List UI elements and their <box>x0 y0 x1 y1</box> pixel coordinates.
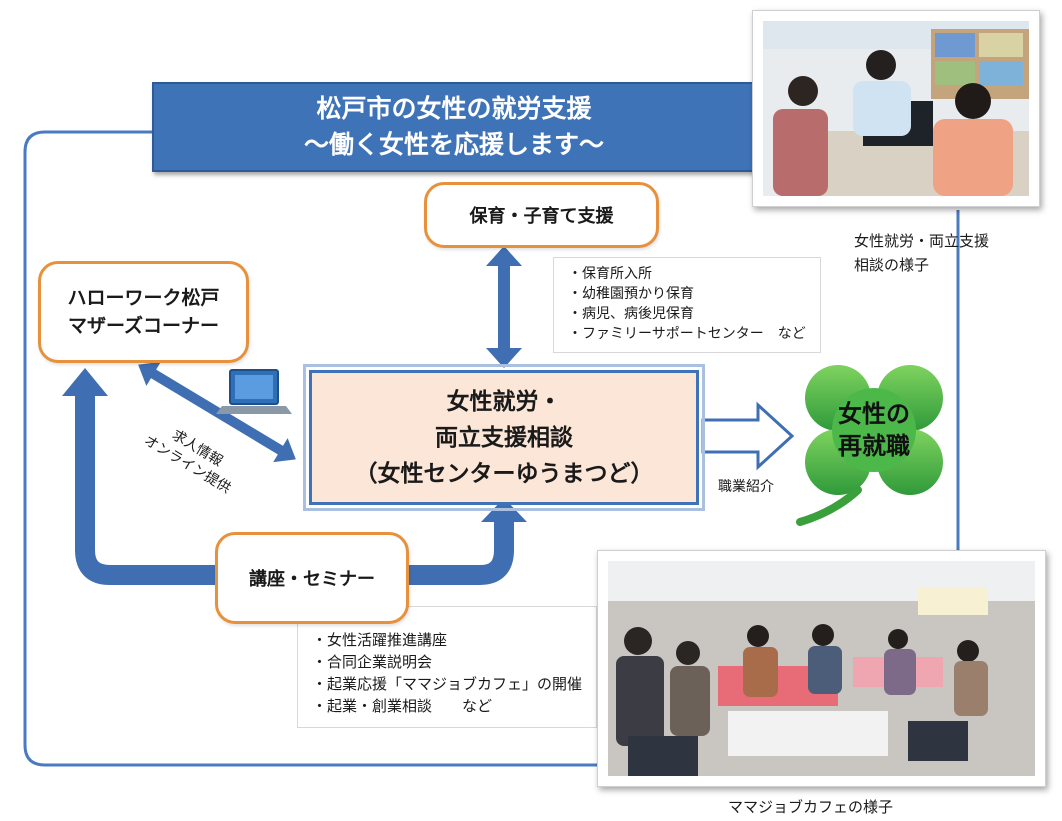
seminar-label: 講座・セミナー <box>249 569 375 590</box>
list-item: ・保育所入所 <box>568 266 652 282</box>
cafe-caption: ママジョブカフェの様子 <box>728 798 894 816</box>
list-item: ・起業応援「ママジョブカフェ」の開催 <box>312 675 583 693</box>
hellowork-box: ハローワーク松戸 マザーズコーナー <box>38 261 249 363</box>
childcare-box: 保育・子育て支援 <box>424 182 659 248</box>
childcare-double-arrow <box>486 246 522 368</box>
childcare-label: 保育・子育て支援 <box>469 206 614 227</box>
laptop-icon <box>216 369 292 414</box>
list-item: ・病児、病後児保育 <box>568 306 694 322</box>
list-item: ・女性活躍推進講座 <box>312 631 448 649</box>
list-item: ・合同企業説明会 <box>312 653 433 671</box>
arrow-up-center-head <box>481 498 527 522</box>
seminar-list: ・女性活躍推進講座 ・合同企業説明会 ・起業応援「ママジョブカフェ」の開催 ・起… <box>297 606 597 728</box>
consultation-caption-line2: 相談の様子 <box>854 256 930 274</box>
outer-loop-line <box>23 130 600 767</box>
center-line3: （女性センターゆうまつど） <box>354 460 654 487</box>
childcare-list: ・保育所入所 ・幼稚園預かり保育 ・病児、病後児保育 ・ファミリーサポートセンタ… <box>553 257 821 353</box>
job-introduction-label: 職業紹介 <box>718 479 774 495</box>
arrow-up-left-head <box>62 368 108 396</box>
reemployment-label: 女性の 再就職 <box>822 398 926 462</box>
consultation-caption: 女性就労・両立支援 相談の様子 <box>854 229 989 277</box>
title-banner: 松戸市の女性の就労支援 〜働く女性を応援します〜 <box>152 82 756 172</box>
seminar-u-arrow <box>75 392 514 585</box>
online-double-arrow <box>138 361 296 463</box>
reemployment-line1: 女性の <box>838 400 910 428</box>
consultation-caption-line1: 女性就労・両立支援 <box>854 232 990 250</box>
seminar-box: 講座・セミナー <box>215 532 409 624</box>
reemployment-line2: 再就職 <box>838 432 910 460</box>
list-item: ・起業・創業相談 など <box>312 697 493 715</box>
clover-icon <box>796 365 943 526</box>
outline-right-arrow <box>701 401 795 471</box>
list-item: ・ファミリーサポートセンター など <box>568 326 806 342</box>
list-item: ・幼稚園預かり保育 <box>568 286 694 302</box>
title-line2: 〜働く女性を応援します〜 <box>303 130 604 159</box>
title-line1: 松戸市の女性の就労支援 <box>316 94 592 123</box>
hellowork-line1: ハローワーク松戸 <box>67 287 220 309</box>
cafe-photo-scene <box>608 561 1035 776</box>
cafe-photo <box>597 550 1046 787</box>
consultation-photo <box>752 10 1040 207</box>
hellowork-line2: マザーズコーナー <box>67 315 220 337</box>
consultation-photo-scene <box>763 21 1029 196</box>
center-line2: 両立支援相談 <box>435 424 573 451</box>
center-consultation-box: 女性就労・ 両立支援相談 （女性センターゆうまつど） <box>303 364 705 511</box>
center-line1: 女性就労・ <box>446 388 562 415</box>
